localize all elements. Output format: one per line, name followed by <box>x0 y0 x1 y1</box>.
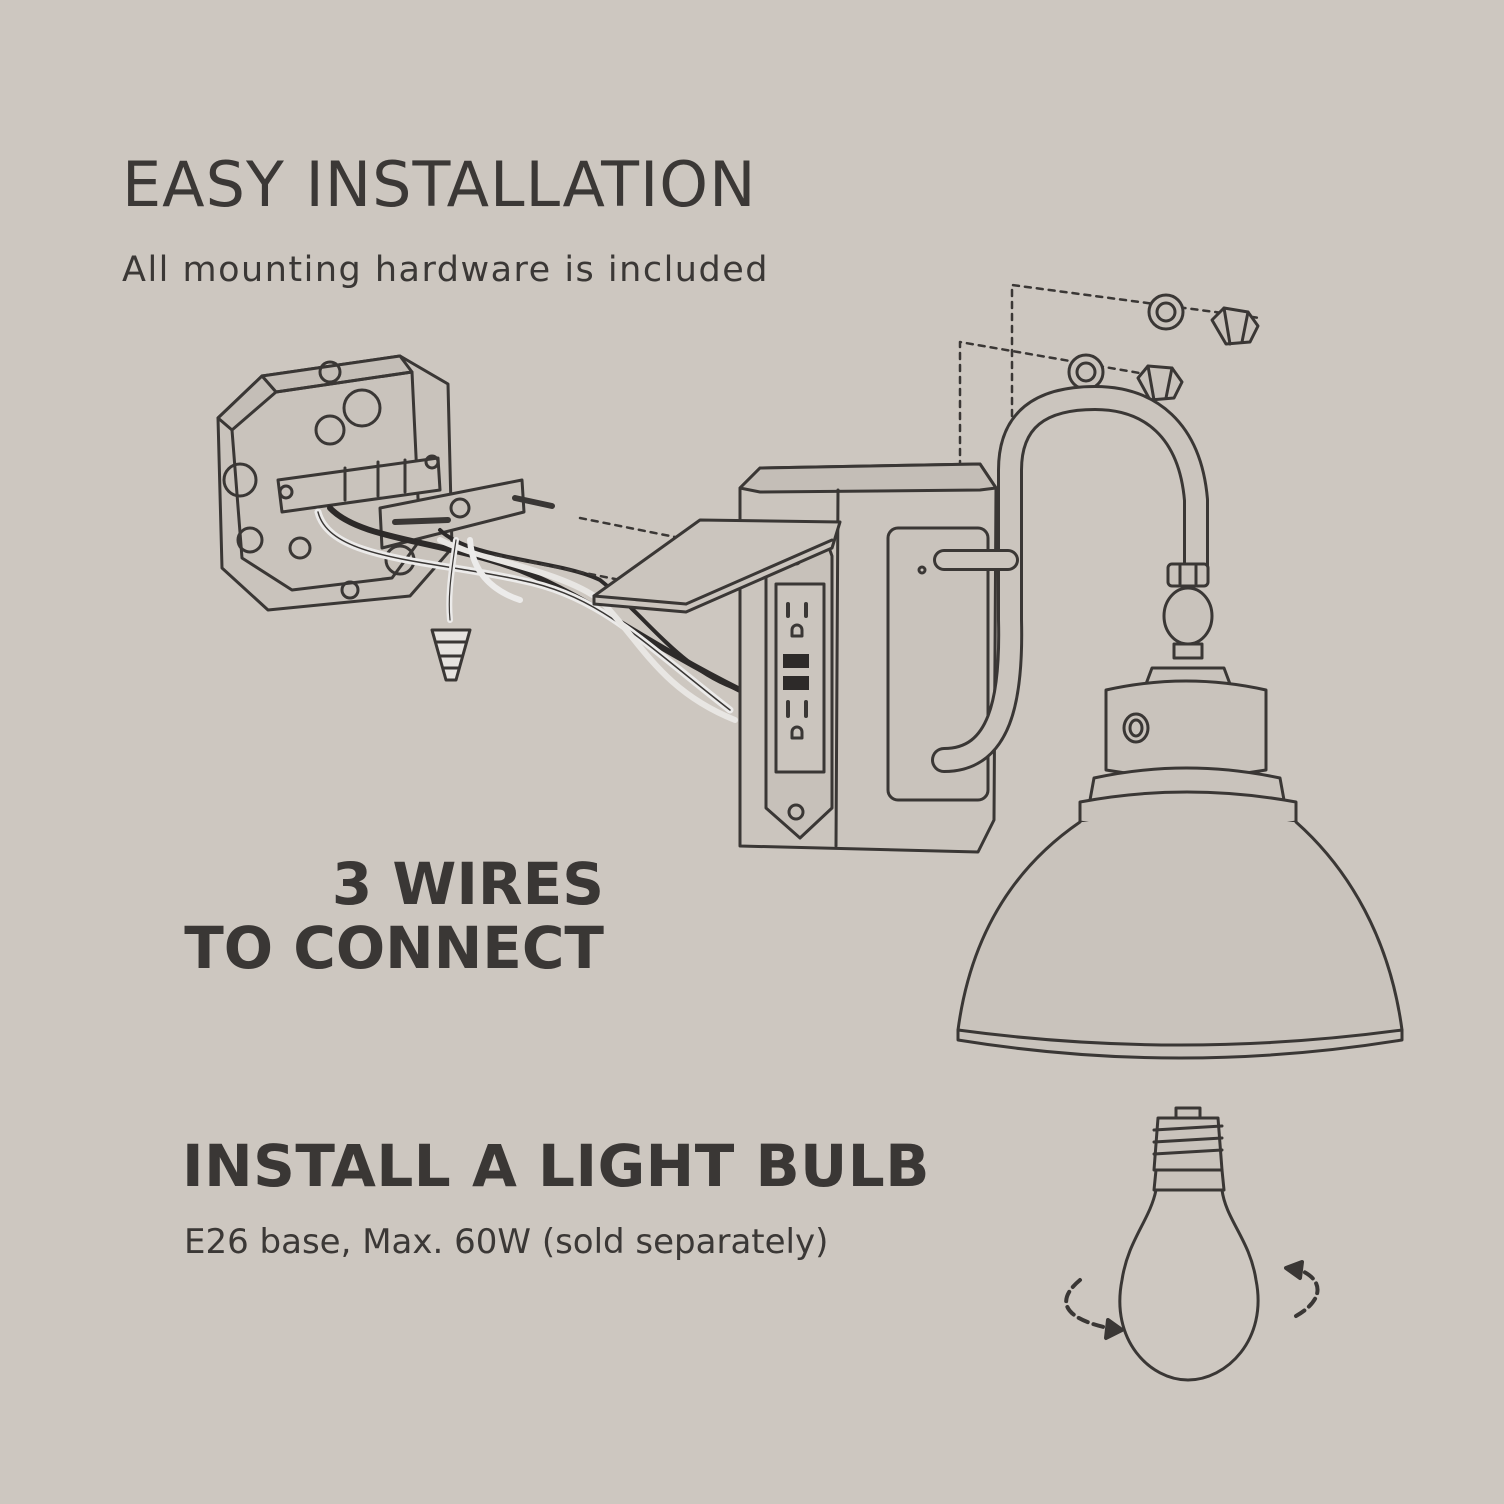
gooseneck-arm-icon <box>931 385 1209 773</box>
lamp-shade-icon <box>956 562 1404 1060</box>
cap-nut-icon <box>1210 306 1260 346</box>
washer-icon <box>1067 353 1105 391</box>
wires-callout: 3 WIRES TO CONNECT <box>184 852 604 980</box>
washer-icon <box>1147 293 1185 331</box>
wire-bundle-icon <box>314 505 743 723</box>
bulb-section-subtitle: E26 base, Max. 60W (sold separately) <box>184 1222 829 1262</box>
rotate-arrow-icon <box>1064 1260 1320 1340</box>
wires-callout-line1: 3 WIRES <box>331 850 604 918</box>
outlet-cover-flap-icon <box>592 518 842 614</box>
mounting-bracket-icon <box>276 454 555 550</box>
page-subtitle: All mounting hardware is included <box>122 250 769 290</box>
page-title: EASY INSTALLATION <box>122 148 757 221</box>
wires-callout-line2: TO CONNECT <box>184 914 604 982</box>
bulb-section-title: INSTALL A LIGHT BULB <box>182 1132 930 1200</box>
light-bulb-icon <box>1118 1106 1260 1382</box>
